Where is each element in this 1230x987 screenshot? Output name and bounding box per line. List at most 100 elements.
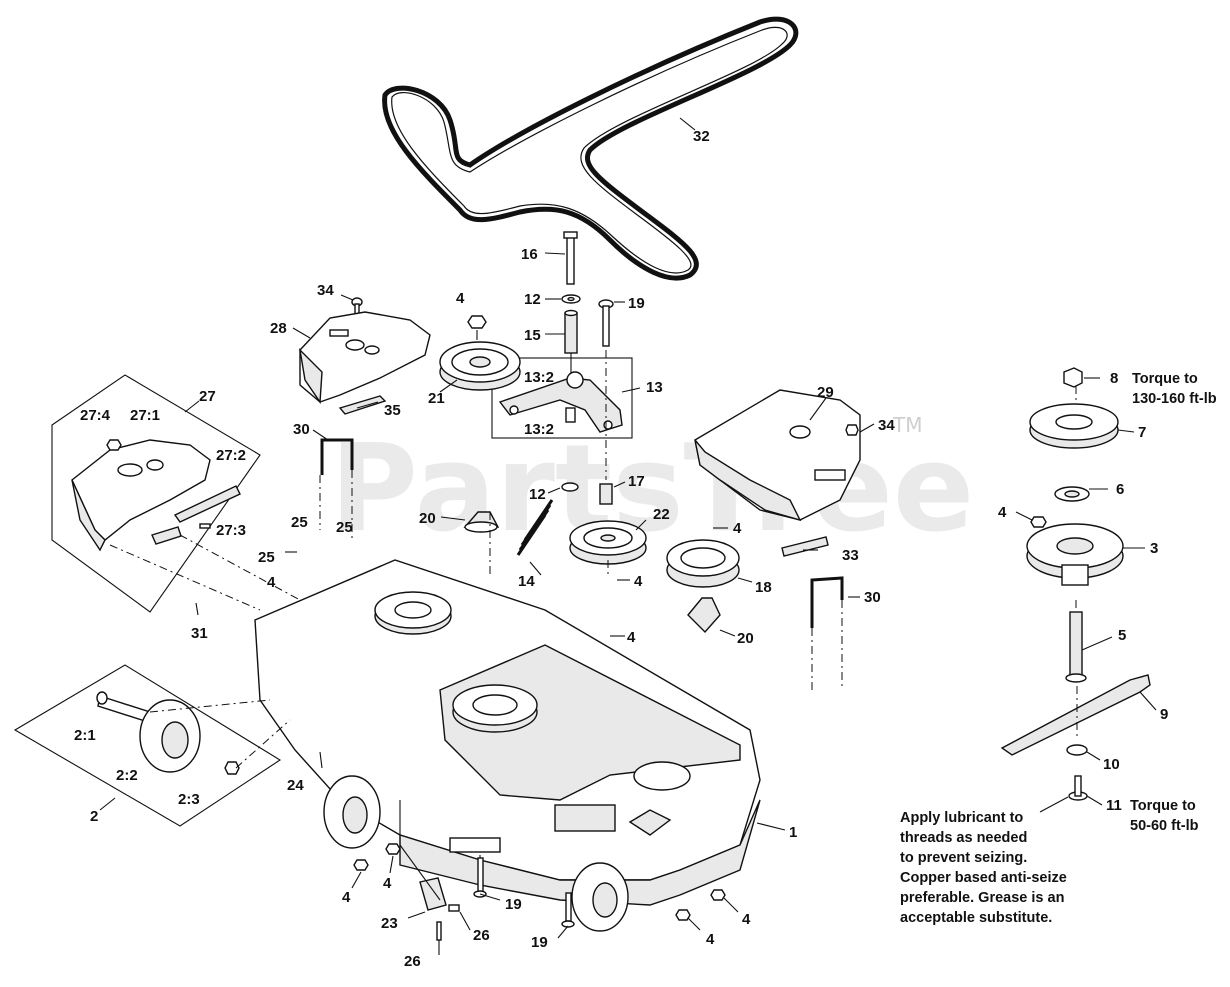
bracket-35[interactable]	[338, 395, 387, 415]
bracket-33[interactable]	[781, 536, 829, 557]
nut-4-lower-b[interactable]	[385, 843, 401, 855]
callout: 27:3	[216, 522, 246, 539]
washer-12-lower[interactable]	[561, 482, 579, 492]
bolt-16[interactable]	[563, 231, 578, 285]
mower-deck-1[interactable]	[254, 559, 761, 906]
callout: 27:4	[80, 407, 111, 424]
callout: 7	[1138, 424, 1146, 441]
washer-10[interactable]	[1066, 744, 1088, 756]
callout: 25	[258, 549, 275, 566]
cover-box-27	[51, 374, 261, 613]
washer-6[interactable]	[1054, 486, 1090, 502]
callout: 25	[336, 519, 353, 536]
nut-27-4[interactable]	[106, 439, 122, 451]
svg-text:Copper based anti-seize: Copper based anti-seize	[900, 870, 1067, 886]
bolt-19-top[interactable]	[598, 299, 614, 347]
callout: 12	[524, 291, 541, 308]
callout: 19	[531, 934, 548, 951]
callout: 4	[733, 520, 742, 537]
pulley-7[interactable]	[1029, 403, 1119, 449]
belt-cover-28[interactable]	[298, 311, 431, 405]
rod-30-left[interactable]	[320, 438, 354, 475]
callout: 9	[1160, 706, 1168, 723]
spindle-housing-3[interactable]	[1026, 523, 1124, 586]
belt-32[interactable]	[382, 16, 799, 281]
spring-14[interactable]	[516, 499, 554, 556]
wheel-2-2[interactable]	[139, 699, 201, 773]
callout: 8	[1110, 370, 1118, 387]
callout: 4	[267, 574, 276, 591]
nut-2-3[interactable]	[224, 761, 240, 775]
nut-4-right[interactable]	[1030, 516, 1047, 528]
nut-8[interactable]	[1063, 367, 1083, 388]
cover-27-1[interactable]	[71, 439, 211, 552]
callout: 14	[518, 573, 535, 590]
callout: 6	[1116, 481, 1124, 498]
bolt-11[interactable]	[1068, 775, 1088, 801]
nut-4-lower-a[interactable]	[353, 859, 369, 871]
cone-20-right[interactable]	[687, 597, 721, 634]
bracket-23[interactable]	[419, 877, 447, 911]
callout: 2:1	[74, 727, 96, 744]
axle-bolt-2-1[interactable]	[96, 691, 151, 723]
callout: 12	[529, 486, 546, 503]
spacer-17[interactable]	[599, 483, 613, 505]
wheel-front-left[interactable]	[323, 775, 381, 849]
callout: 30	[293, 421, 310, 438]
callout: 2	[90, 808, 98, 825]
pin-26-a[interactable]	[448, 904, 460, 912]
spindle-shaft-5[interactable]	[1065, 611, 1087, 683]
svg-text:acceptable substitute.: acceptable substitute.	[900, 910, 1052, 926]
callout: 26	[473, 927, 490, 944]
callout: 11	[1106, 797, 1122, 814]
belt-cover-29[interactable]	[694, 389, 861, 522]
callout: 16	[521, 246, 538, 263]
callout: 22	[653, 506, 670, 523]
svg-text:130-160 ft-lb: 130-160 ft-lb	[1132, 391, 1217, 407]
callouts: 32 16 12 19 15 4 34 28 13:2 13 13:2 21 3…	[74, 128, 1168, 970]
bracket-27-2[interactable]	[173, 485, 241, 523]
rod-30-right[interactable]	[810, 576, 844, 628]
callout: 35	[384, 402, 401, 419]
callout: 19	[628, 295, 645, 312]
callout: 4	[456, 290, 465, 307]
callout: 2:2	[116, 767, 138, 784]
svg-text:50-60 ft-lb: 50-60 ft-lb	[1130, 818, 1199, 834]
bolt-34-left[interactable]	[351, 297, 363, 315]
wheel-front-right[interactable]	[571, 862, 629, 932]
bolt-27-3[interactable]	[151, 523, 211, 545]
callout: 28	[270, 320, 287, 337]
callout: 20	[419, 510, 436, 527]
nut-4-top[interactable]	[467, 315, 487, 329]
svg-text:threads as needed: threads as needed	[900, 830, 1027, 846]
callout: 17	[628, 473, 645, 490]
callout: 3	[1150, 540, 1158, 557]
pulley-21[interactable]	[439, 341, 521, 391]
callout: 4	[627, 629, 636, 646]
washer-12-top[interactable]	[561, 294, 581, 304]
bolt-19-bottom-b[interactable]	[561, 892, 575, 928]
leader-lines	[99, 117, 1157, 955]
callout: 34	[878, 417, 895, 434]
nut-4-lower-d[interactable]	[710, 889, 726, 901]
callout: 33	[842, 547, 859, 564]
pulley-22[interactable]	[569, 520, 647, 565]
callout: 21	[428, 390, 445, 407]
callout: 4	[342, 889, 351, 906]
callout: 19	[505, 896, 522, 913]
nut-4-lower-c[interactable]	[675, 909, 691, 921]
callout: 26	[404, 953, 421, 970]
svg-text:Torque to: Torque to	[1130, 798, 1196, 814]
pulley-18[interactable]	[666, 539, 740, 588]
callout: 4	[706, 931, 715, 948]
callout: 4	[383, 875, 392, 892]
pin-26-b[interactable]	[436, 921, 442, 941]
idler-arm-13[interactable]	[498, 371, 623, 433]
callout: 27:1	[130, 407, 160, 424]
callout: 4	[634, 573, 643, 590]
spacer-15[interactable]	[564, 309, 578, 354]
blade-9[interactable]	[1000, 674, 1151, 756]
callout: 4	[998, 504, 1007, 521]
wheel-box-2	[13, 664, 282, 827]
callout: 13:2	[524, 421, 554, 438]
